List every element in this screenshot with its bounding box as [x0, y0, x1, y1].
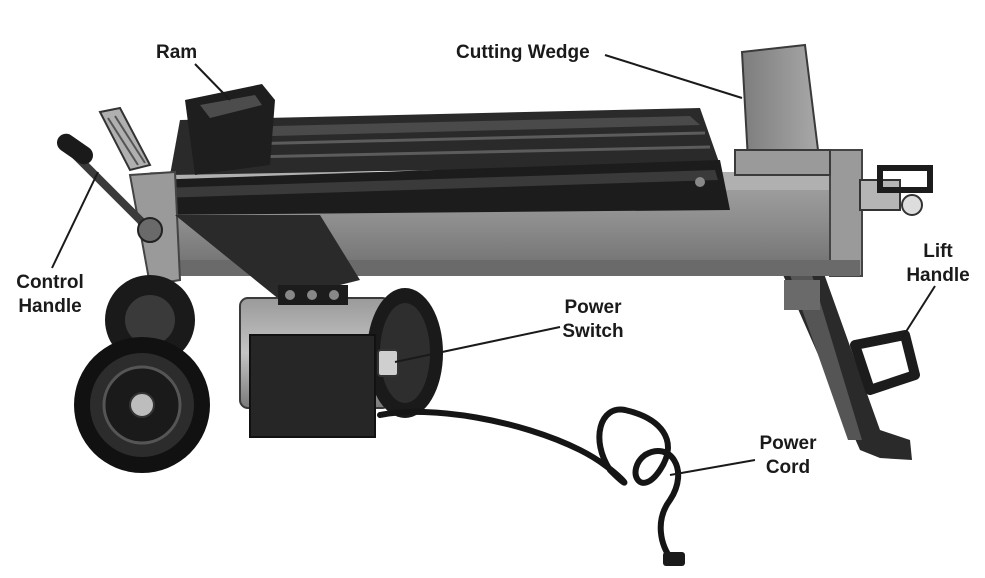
front-wheel [74, 337, 210, 473]
label-power-switch: Power Switch [551, 296, 635, 344]
splitting-table [150, 108, 730, 215]
power-cord [377, 406, 685, 566]
label-power-switch-line2: Switch [562, 321, 624, 342]
leader-lift-handle [901, 285, 936, 339]
label-power-cord-line2: Cord [765, 457, 811, 478]
leader-power-switch [394, 326, 561, 363]
label-control-handle-line1: Control [16, 272, 84, 293]
label-lift-handle-line2: Handle [906, 265, 970, 286]
leader-power-cord [669, 459, 756, 476]
label-cutting-wedge-text: Cutting Wedge [456, 42, 590, 63]
leader-control-handle [51, 171, 99, 269]
label-lift-handle-line1: Lift [923, 241, 953, 262]
beam-gusset [175, 215, 360, 300]
label-control-handle-line2: Handle [18, 296, 82, 317]
label-ram-text: Ram [156, 42, 198, 63]
power-switch [377, 349, 399, 377]
label-cutting-wedge: Cutting Wedge [456, 41, 590, 65]
ram [185, 84, 275, 175]
leader-lines [51, 54, 936, 476]
label-control-handle: Control Handle [8, 271, 92, 319]
rear-rod-assembly [859, 165, 933, 216]
label-power-cord-line1: Power [759, 433, 817, 454]
label-ram: Ram [156, 41, 197, 65]
lift-handle [850, 330, 920, 395]
label-lift-handle: Lift Handle [900, 240, 976, 288]
cutting-wedge [734, 43, 831, 176]
label-power-cord: Power Cord [748, 432, 828, 480]
label-power-switch-line1: Power [564, 297, 622, 318]
electric-motor [239, 285, 443, 438]
leader-cutting-wedge [604, 54, 743, 99]
support-leg [780, 268, 912, 460]
control-handle [56, 133, 163, 243]
leader-ram [194, 63, 231, 101]
